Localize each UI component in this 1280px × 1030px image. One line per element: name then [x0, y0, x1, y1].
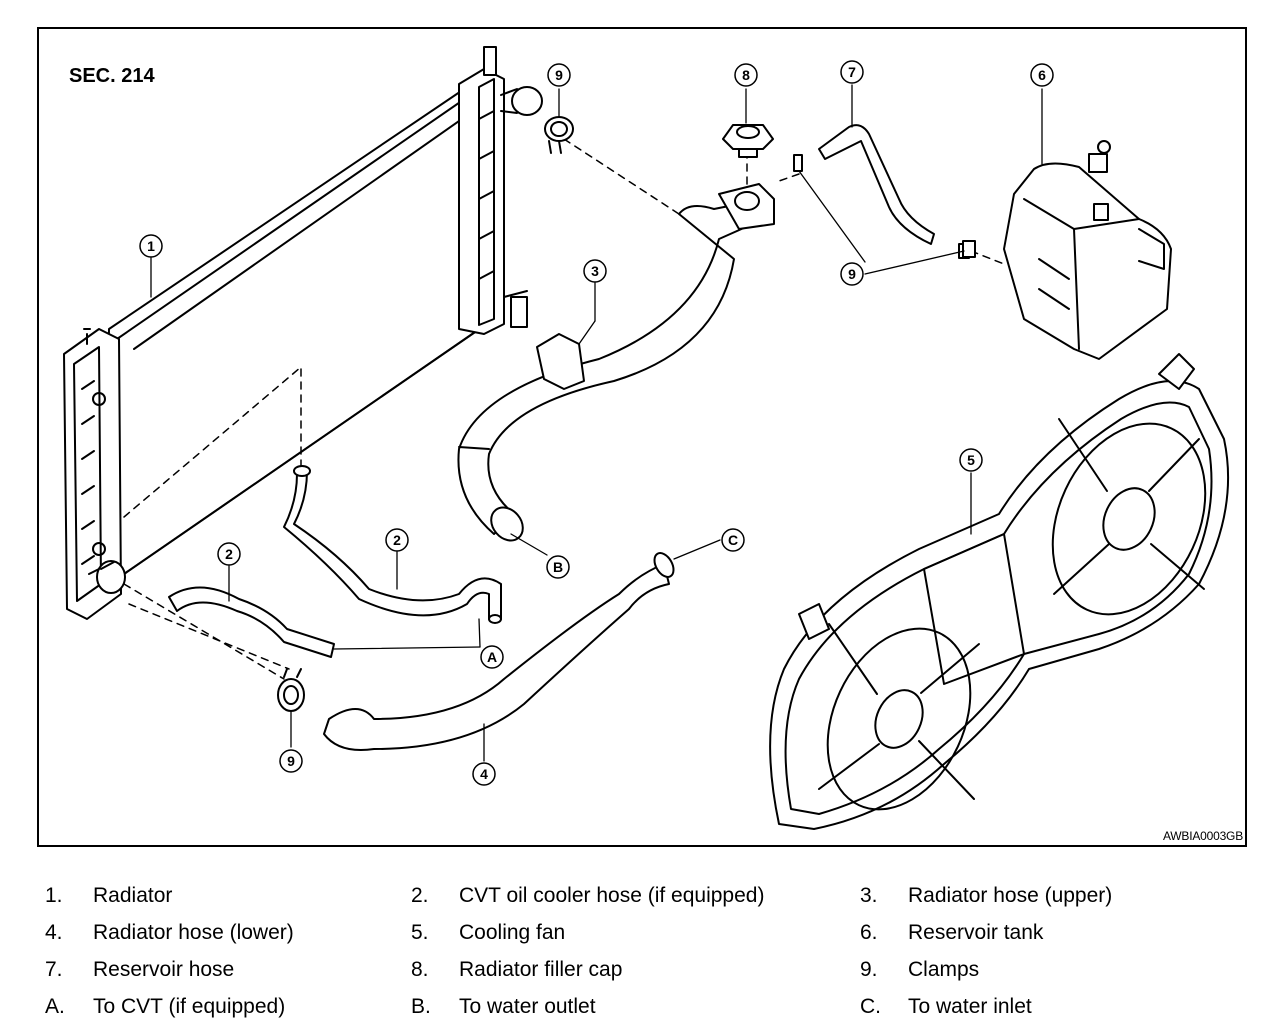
legend-text: Radiator filler cap [459, 958, 623, 981]
svg-text:C: C [728, 532, 738, 548]
legend-key: 9. [860, 958, 878, 981]
callout-2-left: 2 [217, 542, 241, 566]
legend-text: Reservoir tank [908, 921, 1044, 944]
legend-key: B. [411, 995, 431, 1018]
callout-9-upper: 9 [547, 63, 571, 87]
legend-text: Reservoir hose [93, 958, 235, 981]
assembly-guide-lines [123, 138, 1005, 680]
legend-text: To water inlet [908, 995, 1032, 1018]
filler-cap-drawing [722, 124, 774, 158]
legend-key: 2. [411, 884, 429, 907]
svg-text:8: 8 [742, 67, 750, 83]
callout-5: 5 [959, 448, 983, 472]
callout-circles: 1 2 2 3 4 5 6 7 8 9 9 9 A B C [139, 60, 1054, 786]
callout-b: B [546, 555, 570, 579]
reservoir-tank-drawing [1003, 140, 1172, 360]
legend-text: CVT oil cooler hose (if equipped) [459, 884, 765, 907]
callout-8: 8 [734, 63, 758, 87]
legend-text: Radiator hose (lower) [93, 921, 294, 944]
svg-text:B: B [553, 559, 563, 575]
section-label: SEC. 214 [69, 65, 155, 87]
svg-text:1: 1 [147, 238, 155, 254]
radiator-drawing [63, 46, 543, 620]
callout-a: A [480, 645, 504, 669]
svg-text:2: 2 [393, 532, 401, 548]
lower-hose-drawing [323, 552, 675, 751]
parts-legend: 1. Radiator 2. CVT oil cooler hose (if e… [0, 878, 1280, 1028]
svg-text:6: 6 [1038, 67, 1046, 83]
reservoir-hose-drawing [793, 124, 970, 259]
callout-c: C [721, 528, 745, 552]
exploded-view-diagram: 1 2 2 3 4 5 6 7 8 9 9 9 A B C SEC. 214 A… [37, 27, 1247, 847]
clamp-upper-drawing [544, 116, 574, 154]
legend-key: 4. [45, 921, 63, 944]
clamp-reservoir-drawing [962, 240, 976, 258]
callout-3: 3 [583, 259, 607, 283]
image-code: AWBIA0003GB [1162, 829, 1243, 843]
legend-text: Radiator hose (upper) [908, 884, 1113, 907]
legend-text: To water outlet [459, 995, 596, 1018]
legend-text: Cooling fan [459, 921, 566, 944]
callout-9-lower: 9 [279, 749, 303, 773]
callout-9-reservoir: 9 [840, 262, 864, 286]
upper-hose-drawing [457, 183, 775, 542]
cvt-hose-drawing [168, 465, 502, 658]
svg-text:2: 2 [225, 546, 233, 562]
svg-text:5: 5 [967, 452, 975, 468]
svg-text:4: 4 [480, 766, 488, 782]
legend-key: 1. [45, 884, 63, 907]
svg-text:A: A [487, 649, 497, 665]
cooling-fan-drawing [769, 353, 1230, 830]
callout-4: 4 [472, 762, 496, 786]
clamp-lower-drawing [277, 668, 305, 712]
legend-key: 7. [45, 958, 63, 981]
legend-text: Radiator [93, 884, 173, 907]
svg-text:7: 7 [848, 64, 856, 80]
legend-key: C. [860, 995, 881, 1018]
svg-text:9: 9 [848, 266, 856, 282]
legend-key: 3. [860, 884, 878, 907]
legend-text: To CVT (if equipped) [93, 995, 286, 1018]
svg-text:9: 9 [287, 753, 295, 769]
callout-7: 7 [840, 60, 864, 84]
callout-2-right: 2 [385, 528, 409, 552]
legend-key: 5. [411, 921, 429, 944]
legend-key: A. [45, 995, 65, 1018]
legend-key: 6. [860, 921, 878, 944]
legend-key: 8. [411, 958, 429, 981]
callout-1: 1 [139, 234, 163, 258]
callout-leader-lines [150, 84, 1043, 762]
diagram-drawing: 1 2 2 3 4 5 6 7 8 9 9 9 A B C [63, 46, 1230, 830]
svg-text:9: 9 [555, 67, 563, 83]
svg-text:3: 3 [591, 263, 599, 279]
callout-6: 6 [1030, 63, 1054, 87]
legend-text: Clamps [908, 958, 980, 981]
